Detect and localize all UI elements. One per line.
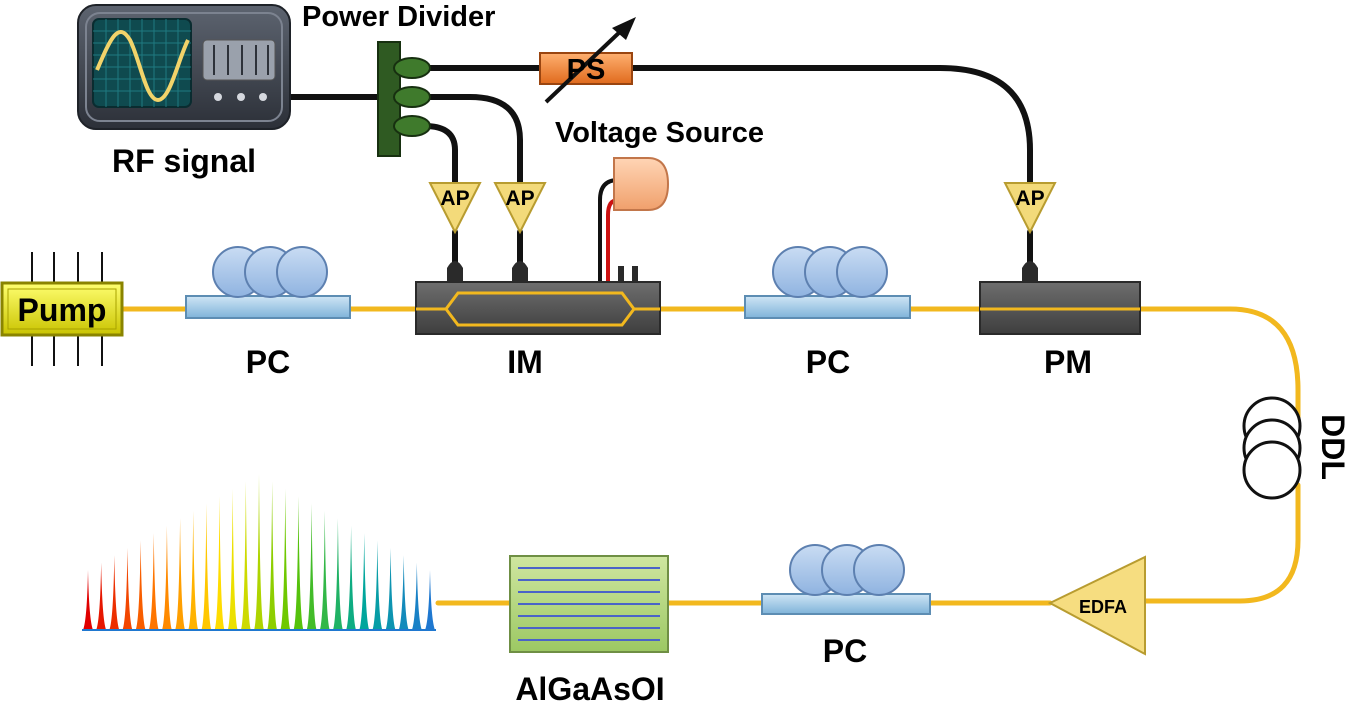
label-amplifier-2: AP	[505, 187, 534, 210]
comb-line	[267, 481, 278, 630]
comb-line	[346, 525, 357, 630]
polarization-controller-2	[744, 246, 911, 319]
intensity-modulator	[415, 261, 661, 335]
label-phase-shifter: PS	[567, 54, 606, 86]
cable-ps-to-ap3	[629, 65, 1033, 188]
comb-line	[319, 510, 330, 630]
label-pump: Pump	[18, 292, 107, 328]
label-voltage-source: Voltage Source	[555, 117, 764, 149]
comb-line	[372, 540, 383, 630]
label-pm: PM	[1044, 344, 1092, 380]
fiber-pm-to-ddl	[1137, 306, 1301, 423]
comb-line	[240, 481, 251, 630]
dispersive-delay-line	[1242, 396, 1302, 500]
label-amplifier-1: AP	[440, 187, 469, 210]
label-ddl: DDL	[1315, 414, 1350, 480]
comb-line	[398, 555, 409, 630]
comb-line	[122, 547, 133, 630]
amplifier-2	[493, 182, 547, 235]
rf-cables	[267, 65, 1033, 282]
algaasoi-chip	[509, 555, 669, 653]
comb-line	[280, 488, 291, 630]
output-comb-spectrum	[83, 474, 435, 630]
cable-divider-to-ap1	[422, 123, 458, 188]
label-chip: AlGaAsOI	[515, 671, 664, 701]
polarization-controller-1	[185, 246, 351, 319]
label-edfa: EDFA	[1079, 597, 1127, 617]
comb-line	[385, 547, 396, 630]
optical-fibers	[119, 306, 1301, 606]
edfa-amplifier	[1047, 555, 1146, 656]
power-divider	[377, 41, 431, 157]
label-pc-3: PC	[823, 633, 867, 669]
comb-line	[83, 570, 93, 630]
pump-laser	[0, 252, 124, 366]
tunable-arrow	[544, 26, 626, 104]
phase-modulator	[979, 261, 1141, 335]
phase-shifter	[539, 17, 636, 104]
label-im: IM	[507, 344, 543, 380]
comb-line	[359, 533, 370, 630]
comb-line	[227, 488, 238, 630]
fiber-ddl-to-edfa	[1142, 482, 1301, 604]
label-pc-1: PC	[246, 344, 290, 380]
comb-line	[109, 555, 120, 630]
comb-line	[175, 518, 186, 630]
comb-line	[188, 510, 199, 630]
comb-line	[161, 525, 172, 630]
comb-line	[148, 533, 159, 630]
label-power-divider: Power Divider	[302, 1, 495, 33]
comb-line	[201, 503, 212, 630]
comb-line	[332, 518, 343, 630]
sine-wave	[95, 30, 190, 103]
label-rf-signal: RF signal	[112, 143, 256, 179]
comb-line	[96, 562, 107, 630]
comb-line	[306, 503, 317, 630]
label-pc-2: PC	[806, 344, 850, 380]
comb-line	[293, 496, 304, 630]
comb-line	[425, 570, 435, 630]
comb-line	[411, 562, 422, 630]
comb-line	[214, 496, 225, 630]
voltage-wire-red	[606, 198, 619, 282]
cable-divider-to-ap2	[422, 94, 523, 188]
label-amplifier-3: AP	[1015, 187, 1044, 210]
amplifier-1	[428, 182, 482, 235]
rf-signal-generator	[77, 4, 291, 130]
amplifier-3	[1003, 182, 1057, 235]
comb-line	[135, 540, 146, 630]
comb-line	[254, 474, 264, 630]
polarization-controller-3	[761, 544, 931, 615]
voltage-source	[613, 157, 670, 211]
